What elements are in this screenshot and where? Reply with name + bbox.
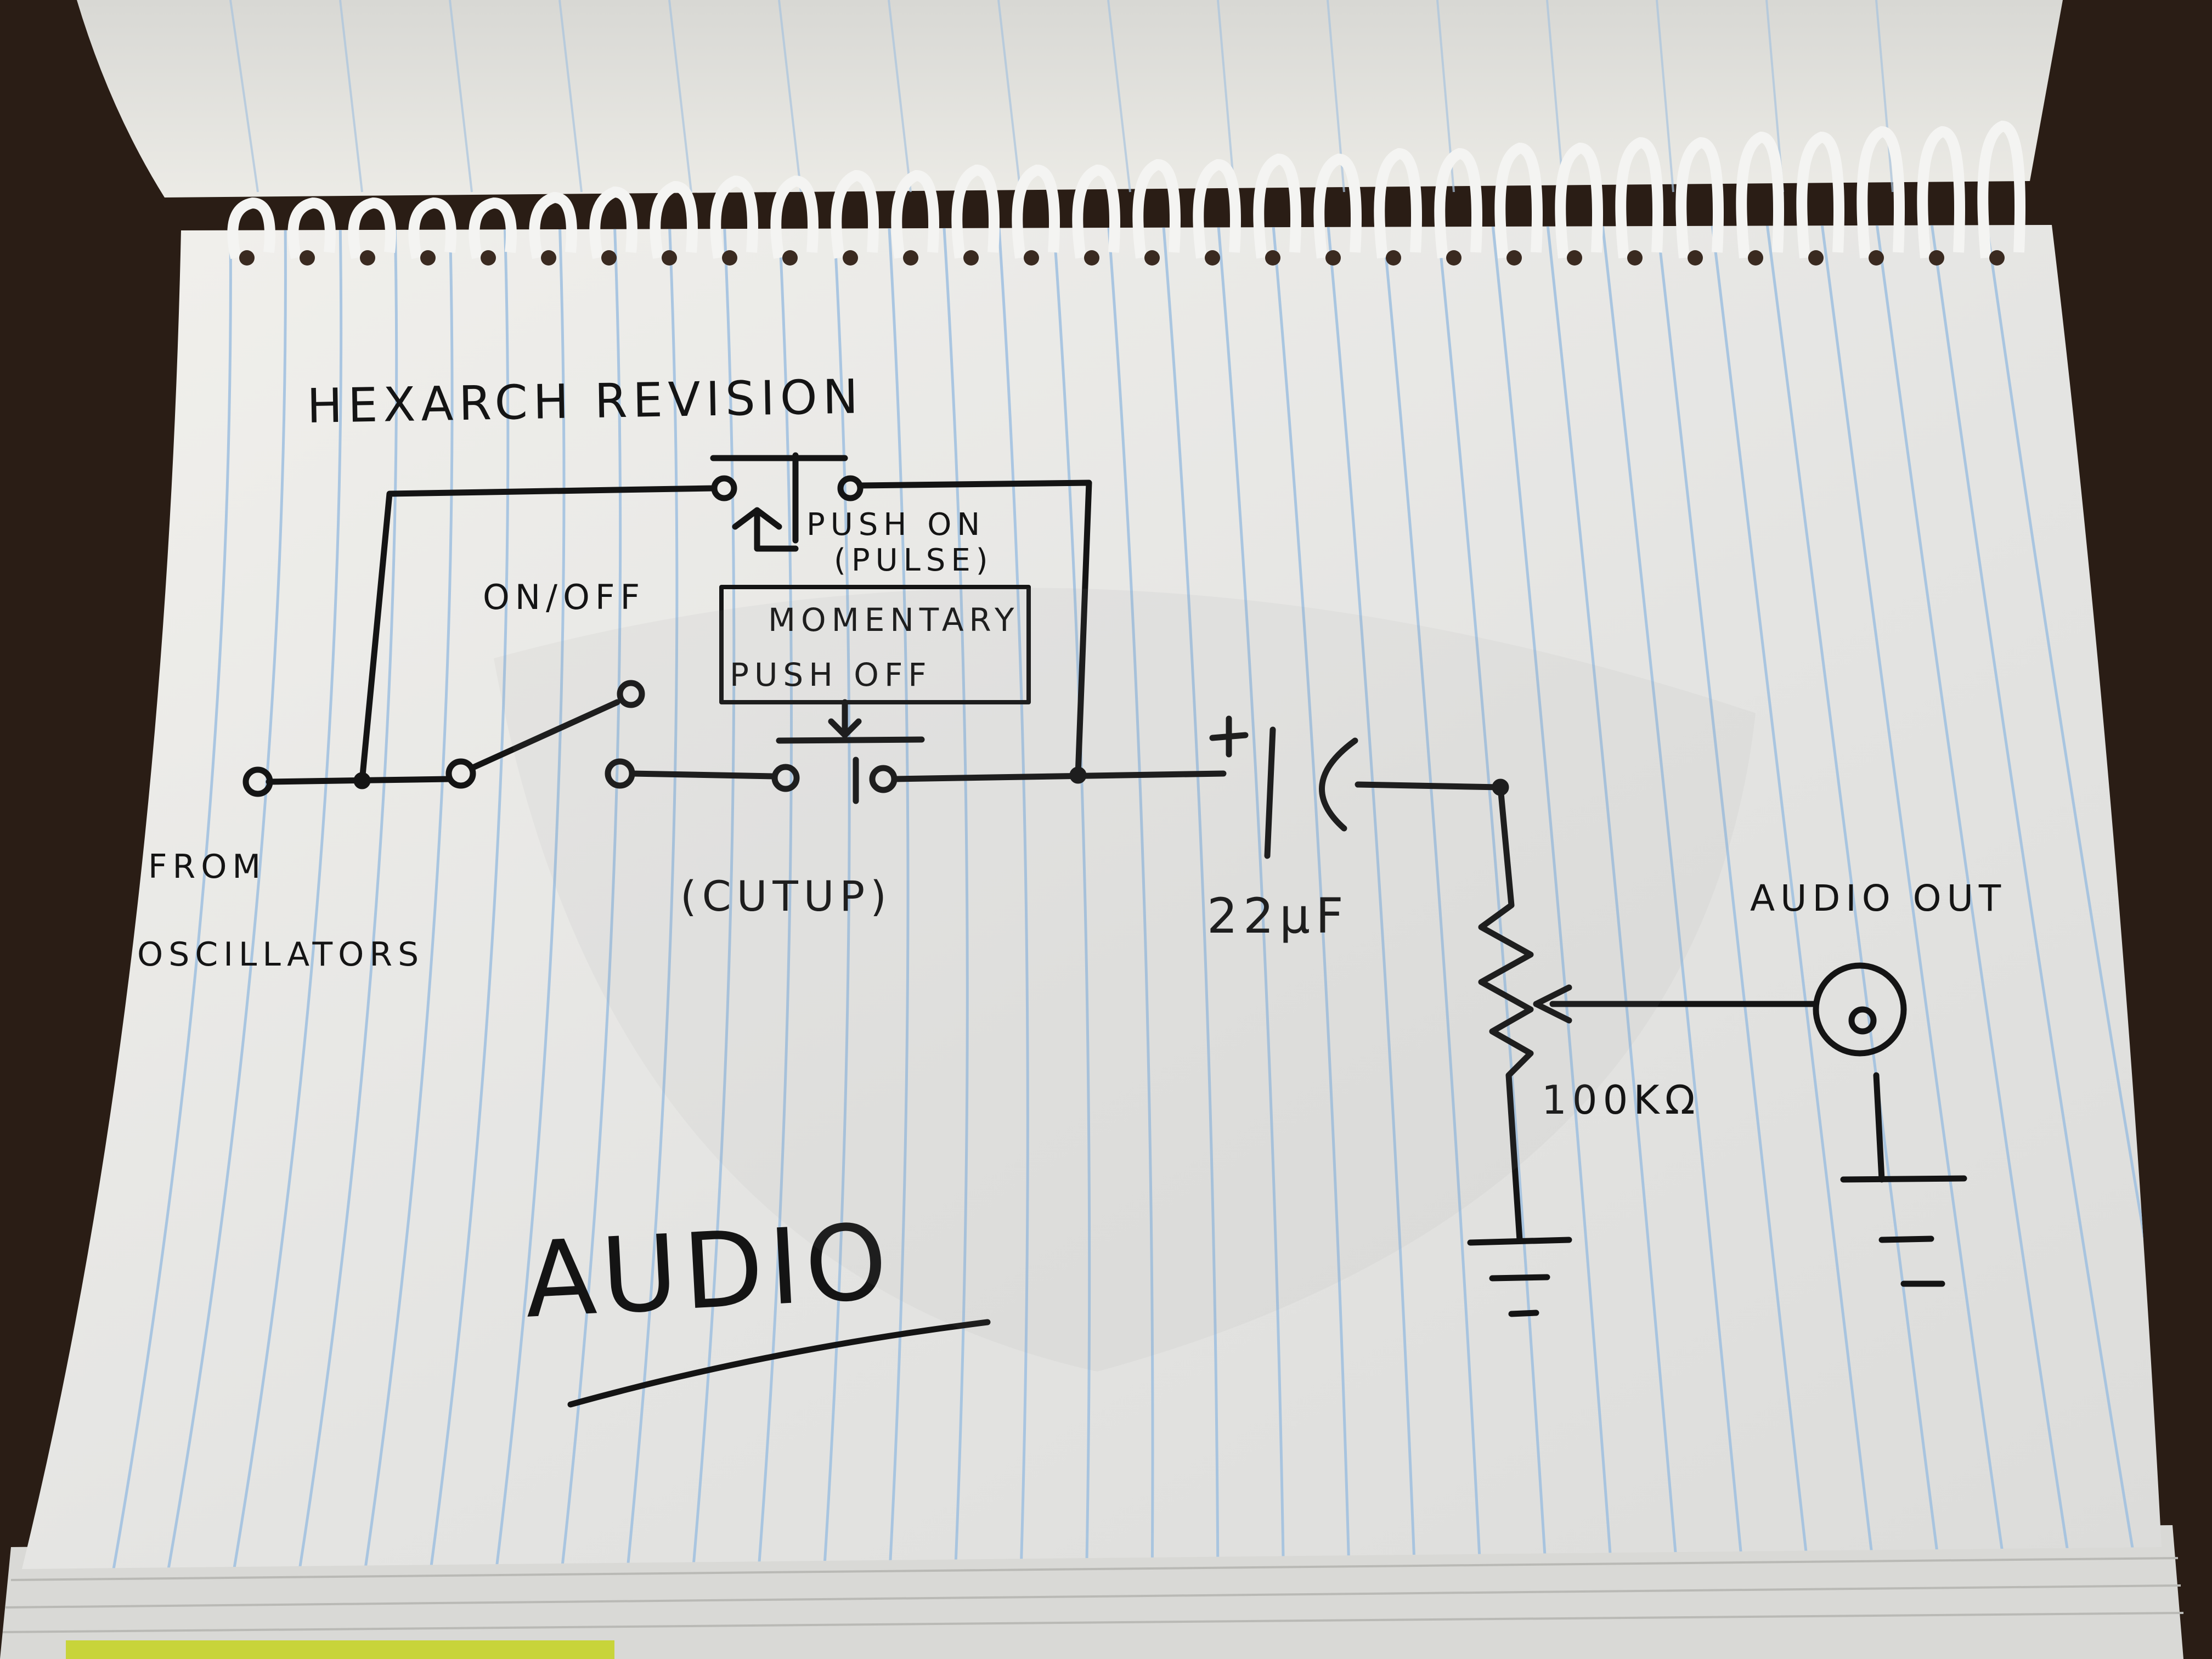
capacitor-plate-curved xyxy=(1319,737,1358,832)
audio-out-label: AUDIO OUT xyxy=(1750,877,2006,919)
wire-to-cutup xyxy=(629,770,777,780)
momentary-label: MOMENTARY xyxy=(768,601,1019,639)
spiral-binding xyxy=(227,120,2025,266)
oscillators-label: OSCILLATORS xyxy=(137,935,424,974)
pushon-label: PUSH ON xyxy=(806,507,985,543)
pushoff-label: PUSH OFF xyxy=(730,656,932,693)
labels: HEXARCH REVISION ON/OFF PUSH ON (PULSE) … xyxy=(137,369,2006,1341)
pulse-label: (PULSE) xyxy=(834,543,994,578)
audio-underline xyxy=(567,1319,991,1408)
hand-shadow xyxy=(494,588,1756,1372)
wire-after-cutup xyxy=(892,770,1227,782)
pushon-contact-a xyxy=(711,475,737,501)
from-label: FROM xyxy=(148,848,266,886)
pushoff-arrow xyxy=(828,699,862,738)
onoff-switch-pivot xyxy=(445,758,476,789)
title-label: HEXARCH REVISION xyxy=(307,369,864,434)
onoff-switch-contact xyxy=(617,680,645,708)
jack-ground-wire xyxy=(1873,1072,1885,1183)
capacitor-plate-straight xyxy=(1264,726,1276,859)
pot-wiper xyxy=(1533,984,1819,1024)
yellow-tape xyxy=(66,1640,614,1659)
jack-ground xyxy=(1840,1175,1967,1287)
pushon-symbol xyxy=(732,507,799,552)
input-terminal xyxy=(242,766,273,797)
capacitor-plus xyxy=(1209,715,1249,758)
momentary-box xyxy=(719,585,1031,704)
pot-value-label: 100KΩ xyxy=(1542,1077,1701,1123)
notebook-page xyxy=(22,225,2162,1569)
cutup-label: (CUTUP) xyxy=(680,872,892,921)
pot-ground xyxy=(1467,1237,1572,1317)
onoff-label: ON/OFF xyxy=(483,577,645,617)
schematic xyxy=(242,452,1967,1408)
wire-loop-right xyxy=(857,479,1092,778)
pot-resistor xyxy=(1478,784,1534,1243)
output-jack xyxy=(1813,962,1907,1057)
pushon-bar xyxy=(710,452,848,544)
page-stack-edges xyxy=(2,1557,2184,1633)
back-page xyxy=(77,0,2063,198)
pushoff-contact-a xyxy=(771,764,800,792)
capacitor-value-label: 22µF xyxy=(1207,888,1349,944)
ruled-lines xyxy=(108,225,2162,1569)
pushoff-bar xyxy=(776,736,925,744)
audio-section-label: AUDIO xyxy=(522,1201,896,1341)
wire-cap-to-pot xyxy=(1355,781,1504,791)
output-jack-center xyxy=(1848,1006,1877,1035)
wire-loop-left xyxy=(359,485,716,784)
onoff-switch-lever xyxy=(469,699,620,771)
